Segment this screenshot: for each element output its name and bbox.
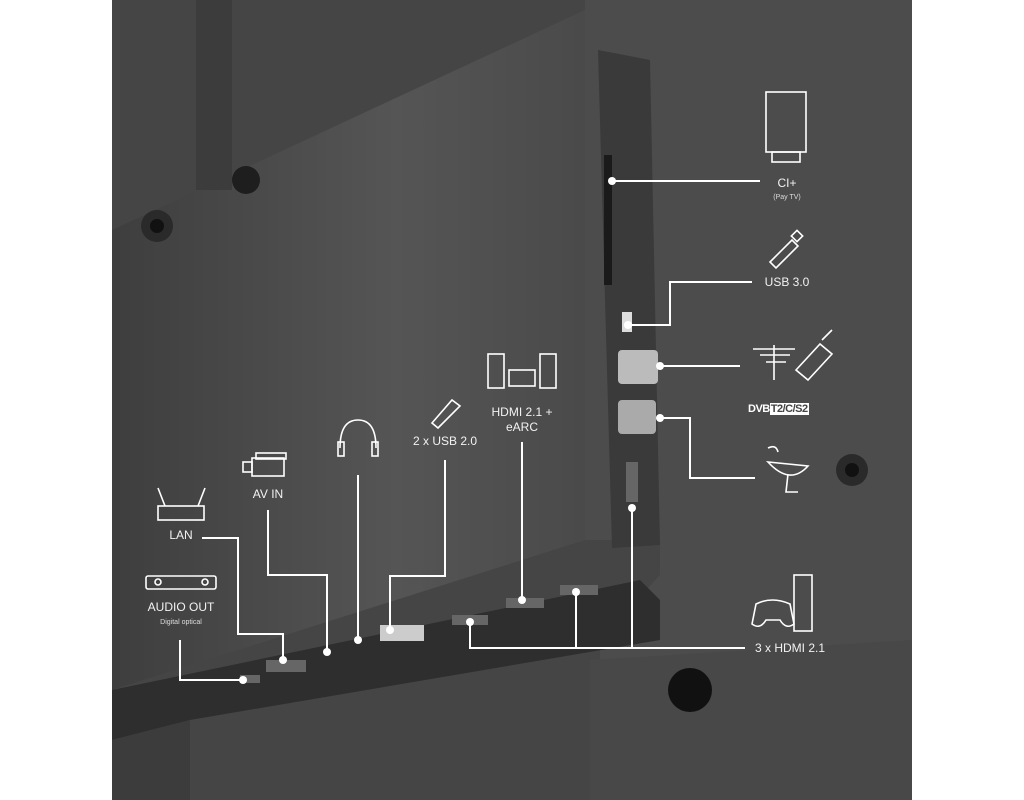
ci-card-icon [765, 91, 807, 163]
dvb-logo-prefix: DVB [748, 403, 770, 415]
label-usb-2: 2 x USB 2.0 [412, 434, 478, 448]
usb-stick-icon-2 [430, 398, 462, 430]
antenna-icon [753, 345, 795, 380]
label-hdmi-earc-line2: eARC [505, 420, 539, 434]
connector-leader-lines [179, 180, 760, 681]
label-digital-optical: Digital optical [160, 619, 202, 626]
label-ci-pay-tv: (Pay TV) [773, 194, 801, 201]
label-ci-plus: CI+ [777, 176, 797, 190]
camcorder-icon [242, 452, 287, 477]
headphones-icon [337, 419, 379, 457]
label-hdmi-earc-line1: HDMI 2.1 + [491, 405, 553, 419]
speaker-system-icon [487, 353, 557, 389]
usb-stick-icon [768, 229, 804, 270]
label-audio-out: AUDIO OUT [147, 600, 215, 614]
label-lan: LAN [169, 528, 193, 542]
dvb-logo-standards: T2/C/S2 [769, 403, 809, 415]
coax-plug-icon [794, 329, 834, 382]
label-3x-hdmi: 3 x HDMI 2.1 [754, 641, 826, 655]
router-icon [157, 487, 206, 521]
label-usb-3: USB 3.0 [764, 275, 810, 289]
label-av-in: AV IN [252, 487, 284, 501]
dvb-logo: DVBT2/C/S2 [748, 403, 809, 415]
soundbar-icon [145, 575, 217, 590]
game-controller-icon [751, 574, 813, 632]
satellite-dish-icon [765, 445, 810, 493]
